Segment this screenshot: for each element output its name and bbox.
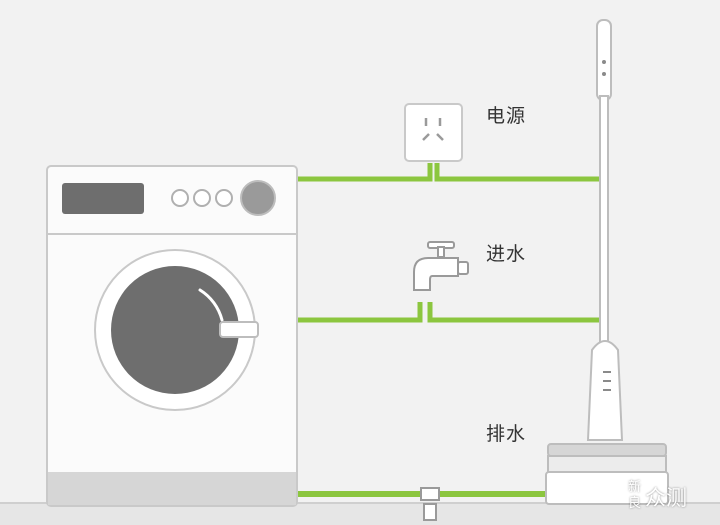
machine-button-1 [171,189,189,207]
connection-lines [296,163,600,497]
watermark-part3: 众测 [645,486,687,510]
machine-display [62,183,144,214]
power-line-right [434,163,600,182]
machine-drum [111,266,239,394]
floor-drain-icon [420,487,440,521]
drum-highlight [198,288,224,322]
door-handle [219,321,259,338]
drain-label: 排水 [486,423,527,445]
washing-machine-icon [46,165,298,507]
drain-pipe [420,487,440,501]
outlet-plate [404,103,463,162]
base-station [545,471,669,505]
faucet-nozzle [457,261,469,275]
floor-scrubber-icon [545,19,669,505]
floor [0,502,720,525]
water-line-right [427,302,600,323]
power-outlet-icon [404,103,463,162]
water-in-label: 进水 [486,243,527,265]
water-line [296,302,423,323]
machine-button-3 [215,189,233,207]
outlet-slot-left [422,133,430,141]
machine-base [48,472,296,505]
faucet-stem [437,246,445,258]
cleaner-button-1 [602,60,606,64]
drain-outlet [423,503,437,521]
base-station-top [547,443,667,457]
power-line [296,163,433,182]
watermark-part2: 良 [628,496,642,511]
faucet-icon [413,241,469,291]
outlet-slot-right [436,133,444,141]
cleaner-pole [599,95,609,347]
faucet-body [413,257,459,291]
cleaner-button-2 [602,72,606,76]
power-label: 电源 [486,105,527,127]
watermark-part1: 新 [628,480,642,495]
machine-button-2 [193,189,211,207]
machine-dial [240,180,276,216]
base-station-mid [547,455,667,473]
